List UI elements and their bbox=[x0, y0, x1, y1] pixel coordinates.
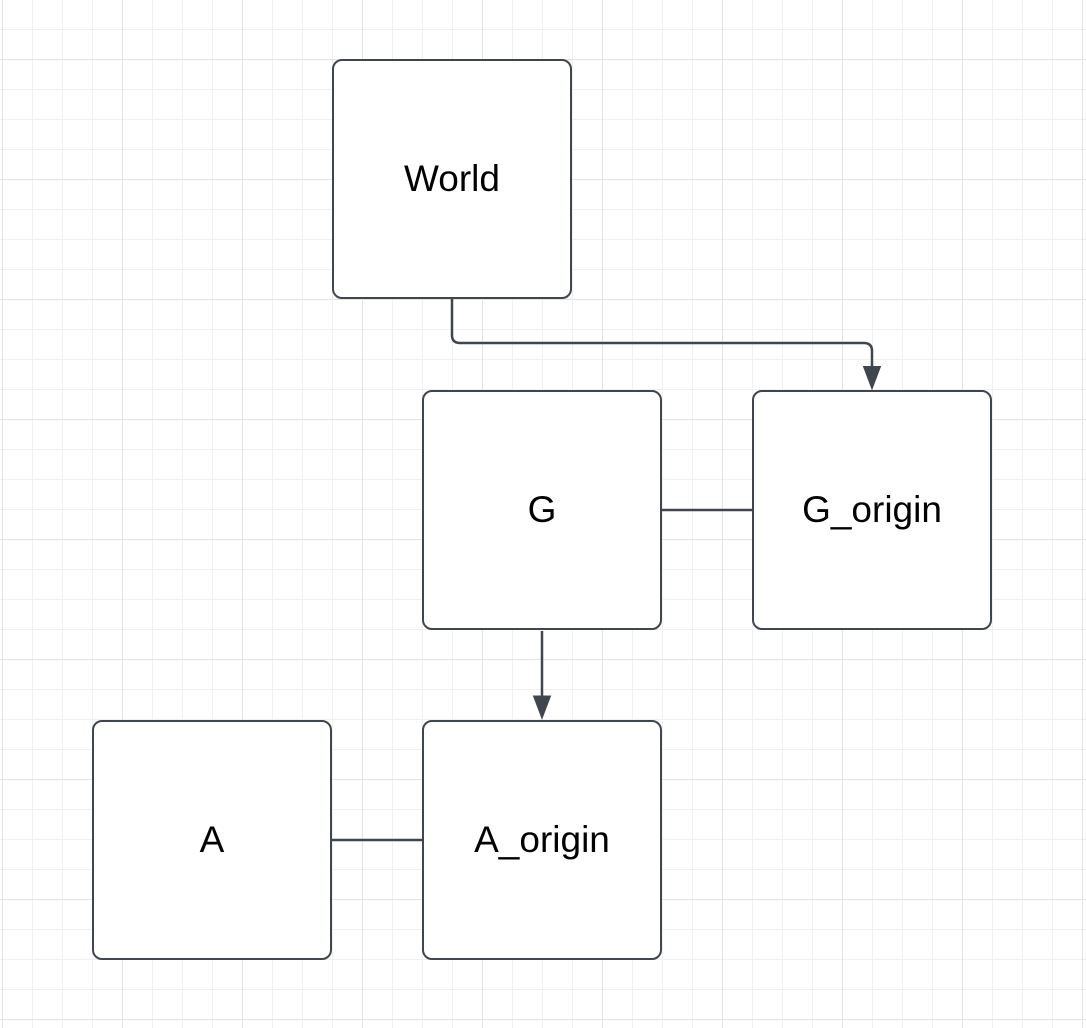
edge-world-to-g-origin[interactable] bbox=[450, 298, 874, 368]
edge-world-to-g-origin-arrowhead bbox=[862, 366, 882, 391]
edge-g-to-a-origin-arrowhead bbox=[532, 695, 552, 720]
node-a[interactable]: A bbox=[92, 720, 332, 960]
node-a-label: A bbox=[199, 819, 225, 860]
node-world-label: World bbox=[404, 158, 500, 199]
node-g-origin-label: G_origin bbox=[802, 489, 942, 530]
node-world[interactable]: World bbox=[332, 59, 572, 299]
node-a-origin-label: A_origin bbox=[474, 819, 610, 860]
node-a-origin[interactable]: A_origin bbox=[422, 720, 662, 960]
node-g[interactable]: G bbox=[422, 390, 662, 630]
node-g-label: G bbox=[527, 489, 557, 530]
node-g-origin[interactable]: G_origin bbox=[752, 390, 992, 630]
